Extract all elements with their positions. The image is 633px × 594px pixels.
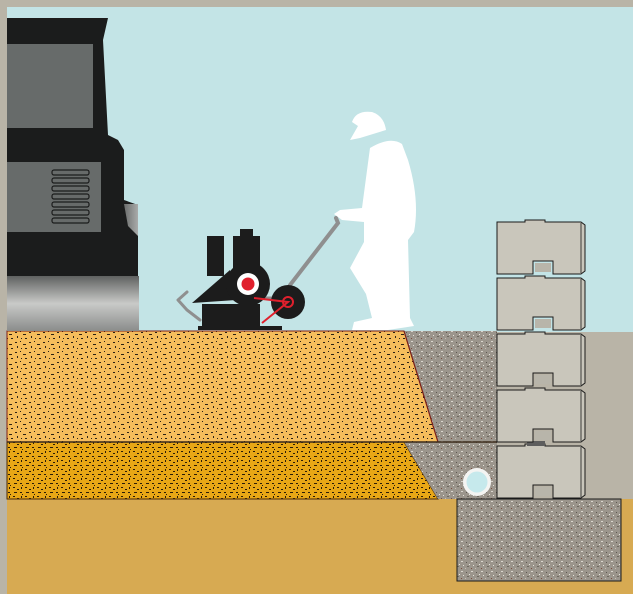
wall-block [496, 331, 586, 387]
worker-icon [334, 111, 416, 330]
retaining-wall-blocks [496, 219, 586, 499]
wall-block [496, 387, 586, 443]
drainage-aggregate-upper [404, 331, 497, 442]
vehicle-grille [51, 169, 90, 224]
vehicle-bumper [7, 276, 139, 331]
compacted-backfill-lower [6, 441, 439, 500]
compacted-backfill-upper [6, 330, 439, 443]
wall-block [496, 219, 586, 275]
aggregate-boundary-line [403, 330, 439, 443]
plate-compactor-icon [176, 216, 341, 330]
truck-icon [7, 18, 139, 331]
wall-block [496, 275, 586, 331]
wall-block [496, 441, 586, 499]
leveling-pad [456, 498, 622, 582]
drain-pipe-icon [463, 468, 491, 496]
